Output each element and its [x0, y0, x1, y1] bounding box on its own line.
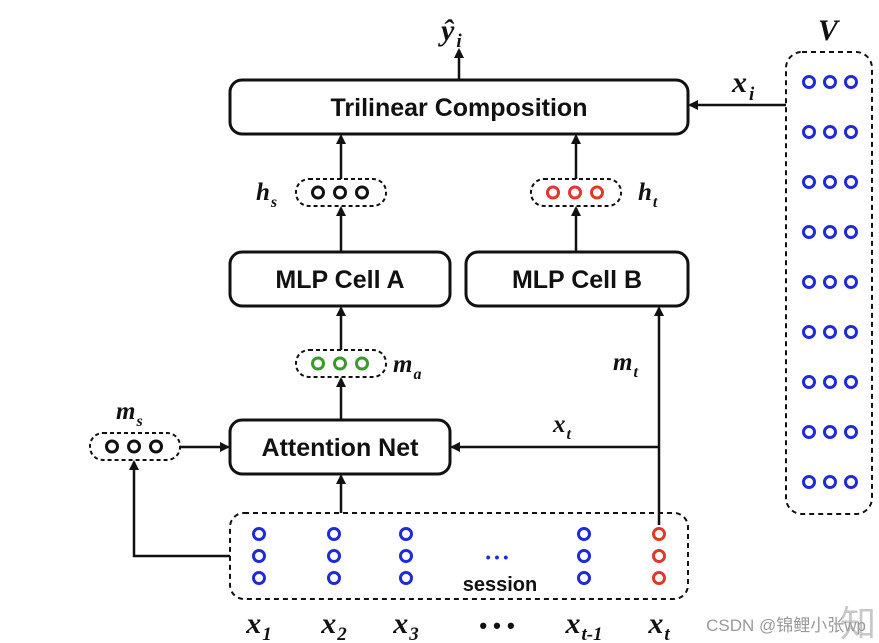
v-embedding-dot: [823, 425, 837, 439]
session-item-xt-1: [577, 527, 591, 585]
mlp-cell-b-label: MLP Cell B: [512, 266, 642, 294]
v-embedding-dot: [802, 125, 816, 139]
label-v: V: [818, 14, 841, 47]
v-embedding-dot: [844, 425, 858, 439]
v-embedding-dot: [823, 375, 837, 389]
v-matrix: [785, 51, 873, 515]
v-embedding-dot: [802, 325, 816, 339]
v-embedding-dot: [823, 225, 837, 239]
session-label: session: [463, 574, 537, 596]
v-embedding-dot: [802, 275, 816, 289]
session-item-x1: [252, 527, 266, 585]
input-label: xt-1: [564, 607, 602, 643]
input-label: xt: [647, 607, 670, 643]
hs-vector: [295, 178, 387, 207]
label-m-s: ms: [116, 398, 143, 430]
v-embedding-dot: [802, 175, 816, 189]
session-item-x2: [327, 527, 341, 585]
v-embedding-dot: [844, 225, 858, 239]
v-embedding-dot: [844, 325, 858, 339]
v-embedding-dot: [802, 475, 816, 489]
session-item-x3: [399, 527, 413, 585]
session-ellipsis: • • •: [486, 549, 509, 565]
input-labels: x1 x2 x3 • • • xt-1 xt: [245, 607, 670, 643]
trilinear-composition-label: Trilinear Composition: [331, 94, 588, 122]
v-embedding-dot: [823, 275, 837, 289]
v-embedding-dot: [844, 125, 858, 139]
v-embedding-dot: [802, 425, 816, 439]
v-embedding-dot: [844, 375, 858, 389]
arrow-session-to-ms: [129, 460, 230, 558]
label-h-s: hs: [256, 179, 277, 211]
v-embedding-dot: [844, 275, 858, 289]
label-m-t: mt: [613, 349, 638, 381]
v-embedding-dot: [823, 325, 837, 339]
attention-net-label: Attention Net: [262, 434, 420, 462]
v-embedding-dot: [802, 75, 816, 89]
input-label: x3: [392, 607, 419, 643]
session-box: [229, 512, 689, 600]
v-embedding-dot: [823, 75, 837, 89]
v-embedding-dot: [823, 175, 837, 189]
label-x-t-arrow: xt: [552, 411, 572, 443]
v-embedding-dot: [823, 125, 837, 139]
ht-vector: [530, 178, 622, 207]
v-embedding-dot: [844, 75, 858, 89]
mlp-cell-a-label: MLP Cell A: [275, 266, 404, 294]
input-label: x2: [320, 607, 347, 643]
v-embedding-dot: [802, 225, 816, 239]
v-embedding-dot: [823, 475, 837, 489]
ma-vector: [295, 349, 387, 378]
input-label: x1: [245, 607, 272, 643]
input-label: • • •: [479, 613, 514, 638]
v-embedding-dot: [844, 175, 858, 189]
ms-vector: [89, 432, 181, 461]
session-item-xt: [652, 527, 666, 585]
watermark: CSDN @锦鲤小张wp: [706, 616, 866, 635]
label-m-a: ma: [393, 351, 421, 383]
label-h-t: ht: [638, 179, 658, 211]
v-embedding-dot: [844, 475, 858, 489]
watermark-logo: 知: [840, 603, 876, 643]
v-embedding-dot: [802, 375, 816, 389]
